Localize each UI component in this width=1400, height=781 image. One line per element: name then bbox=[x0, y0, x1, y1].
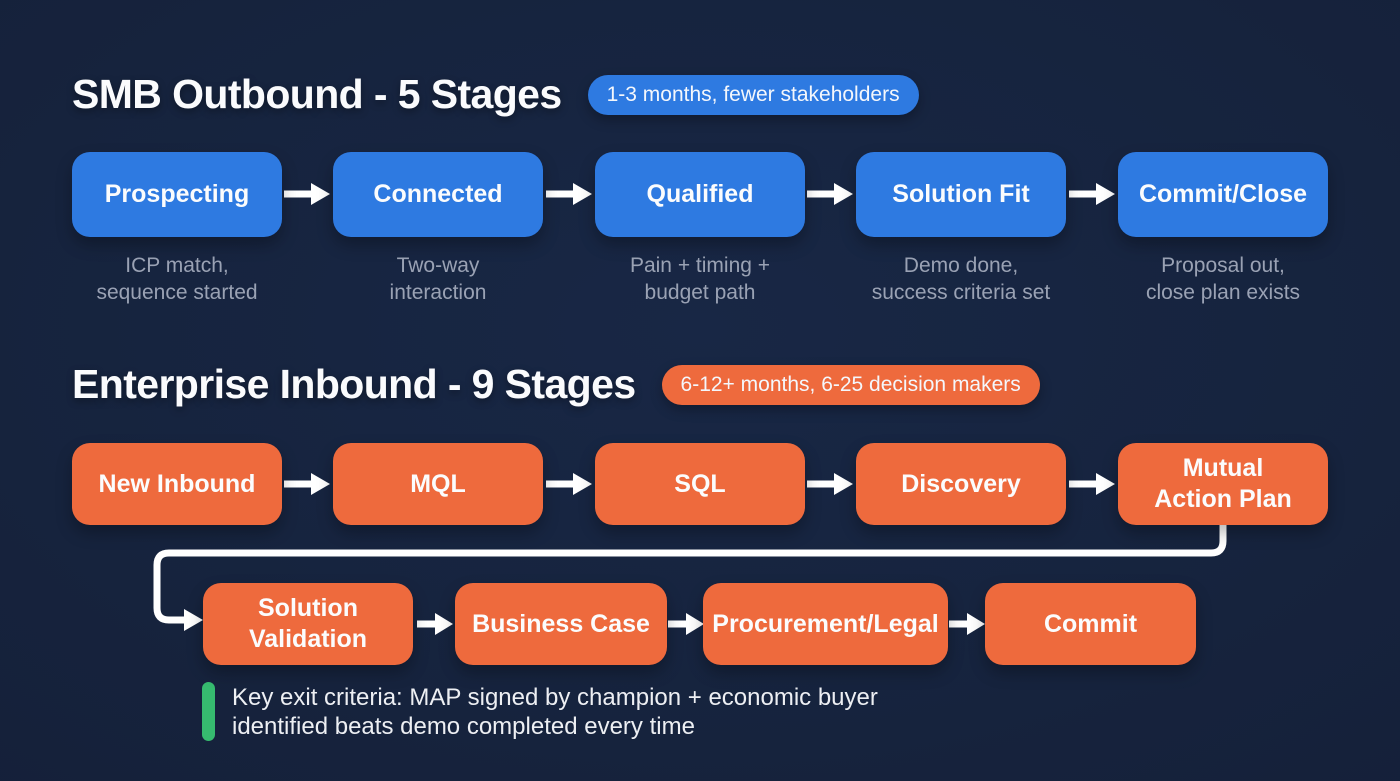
stage-commit-close: Commit/Close Proposal out, close plan ex… bbox=[1118, 152, 1328, 306]
stage-sql: SQL bbox=[595, 443, 805, 525]
stage-qualified: Qualified Pain + timing + budget path bbox=[595, 152, 805, 306]
stage-box: Procurement/Legal bbox=[703, 583, 948, 665]
stage-box: Qualified bbox=[595, 152, 805, 237]
stage-description: Pain + timing + budget path bbox=[629, 254, 771, 304]
stage-box: Solution Fit bbox=[856, 152, 1066, 237]
enterprise-section-title: Enterprise Inbound - 9 Stages bbox=[72, 361, 636, 407]
smb-duration-badge: 1-3 months, fewer stakeholders bbox=[587, 74, 919, 115]
note-text: Key exit criteria: MAP signed by champio… bbox=[232, 684, 878, 740]
stage-box: Connected bbox=[333, 152, 543, 237]
wrap-connector-icon bbox=[153, 521, 1227, 631]
stage-new-inbound: New Inbound bbox=[72, 443, 282, 525]
flow-arrow-icon bbox=[1069, 183, 1115, 205]
stage-connected: Connected Two-way interaction bbox=[333, 152, 543, 306]
stage-box: SQL bbox=[595, 443, 805, 525]
enterprise-section-header: Enterprise Inbound - 9 Stages 6-12+ mont… bbox=[72, 361, 1040, 408]
flow-arrow-icon bbox=[1069, 473, 1115, 495]
stage-solution-validation: Solution Validation bbox=[203, 583, 413, 665]
flow-arrow-icon bbox=[546, 183, 592, 205]
stage-mutual-action-plan: Mutual Action Plan bbox=[1118, 443, 1328, 525]
flow-arrow-icon bbox=[668, 613, 704, 635]
stage-prospecting: Prospecting ICP match, sequence started bbox=[72, 152, 282, 306]
stage-box: Business Case bbox=[455, 583, 667, 665]
flow-arrow-icon bbox=[417, 613, 453, 635]
stage-commit: Commit bbox=[985, 583, 1196, 665]
flow-arrow-icon bbox=[546, 473, 592, 495]
flow-arrow-icon bbox=[949, 613, 985, 635]
stage-discovery: Discovery bbox=[856, 443, 1066, 525]
stage-box: Mutual Action Plan bbox=[1118, 443, 1328, 525]
key-insight-note: Key exit criteria: MAP signed by champio… bbox=[202, 682, 878, 741]
stage-solution-fit: Solution Fit Demo done, success criteria… bbox=[856, 152, 1066, 306]
stage-description: Two-way interaction bbox=[389, 254, 487, 304]
stage-box: MQL bbox=[333, 443, 543, 525]
stage-description: ICP match, sequence started bbox=[96, 254, 258, 304]
stage-box: Discovery bbox=[856, 443, 1066, 525]
stage-description: Demo done, success criteria set bbox=[871, 254, 1051, 304]
flow-arrow-icon bbox=[284, 473, 330, 495]
stage-box: Commit bbox=[985, 583, 1196, 665]
stage-mql: MQL bbox=[333, 443, 543, 525]
stage-box: New Inbound bbox=[72, 443, 282, 525]
flow-arrow-icon bbox=[284, 183, 330, 205]
stage-box: Solution Validation bbox=[203, 583, 413, 665]
stage-procurement-legal: Procurement/Legal bbox=[703, 583, 948, 665]
stage-box: Commit/Close bbox=[1118, 152, 1328, 237]
stage-business-case: Business Case bbox=[455, 583, 667, 665]
smb-section-header: SMB Outbound - 5 Stages 1-3 months, fewe… bbox=[72, 71, 919, 118]
smb-section-title: SMB Outbound - 5 Stages bbox=[72, 71, 562, 117]
flow-arrow-icon bbox=[807, 473, 853, 495]
enterprise-duration-badge: 6-12+ months, 6-25 decision makers bbox=[661, 364, 1040, 405]
flow-arrow-icon bbox=[807, 183, 853, 205]
note-accent-bar bbox=[202, 682, 215, 741]
stage-description: Proposal out, close plan exists bbox=[1145, 254, 1301, 304]
stage-box: Prospecting bbox=[72, 152, 282, 237]
